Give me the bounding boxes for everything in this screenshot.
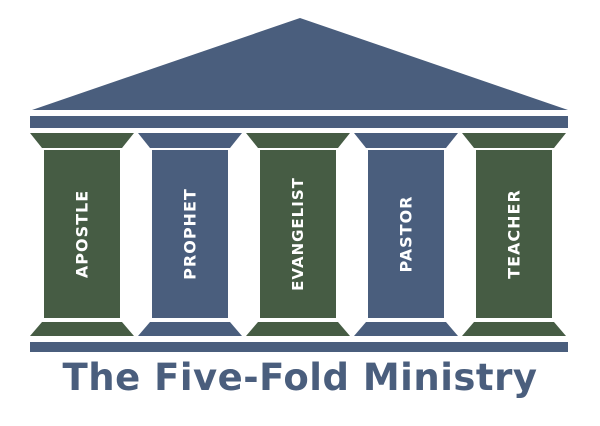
entablature-bar [30,116,568,128]
pillar-shaft [152,150,228,318]
roof-pediment [32,18,568,110]
pillar-base [246,322,350,336]
pillar-prophet: PROPHET [138,133,242,336]
pillar-label: PROPHET [181,188,200,280]
base-bar [30,342,568,352]
pillar-base [354,322,458,336]
pillar-label: EVANGELIST [289,177,307,291]
pillar-apostle: APOSTLE [30,133,134,336]
pillar-shaft [476,150,552,318]
pillar-pastor: PASTOR [354,133,458,336]
pillar-label: APOSTLE [73,190,92,278]
pillar-base [138,322,242,336]
pillar-label: PASTOR [397,196,416,273]
pillar-shaft [44,150,120,318]
pillar-teacher: TEACHER [462,133,566,336]
pillar-capital [138,133,242,148]
pillar-capital [246,133,350,148]
pillar-base [30,322,134,336]
pillar-base [462,322,566,336]
pillar-evangelist: EVANGELIST [246,133,350,336]
pillar-capital [354,133,458,148]
pillar-shaft [368,150,444,318]
pillar-capital [30,133,134,148]
pillars-group: APOSTLE PROPHET EVANGELIST PASTOR TEACHER [30,133,566,336]
pillar-label: TEACHER [505,189,524,279]
pillar-capital [462,133,566,148]
pillar-shaft [260,150,336,318]
page-title: The Five-Fold Ministry [62,356,538,399]
